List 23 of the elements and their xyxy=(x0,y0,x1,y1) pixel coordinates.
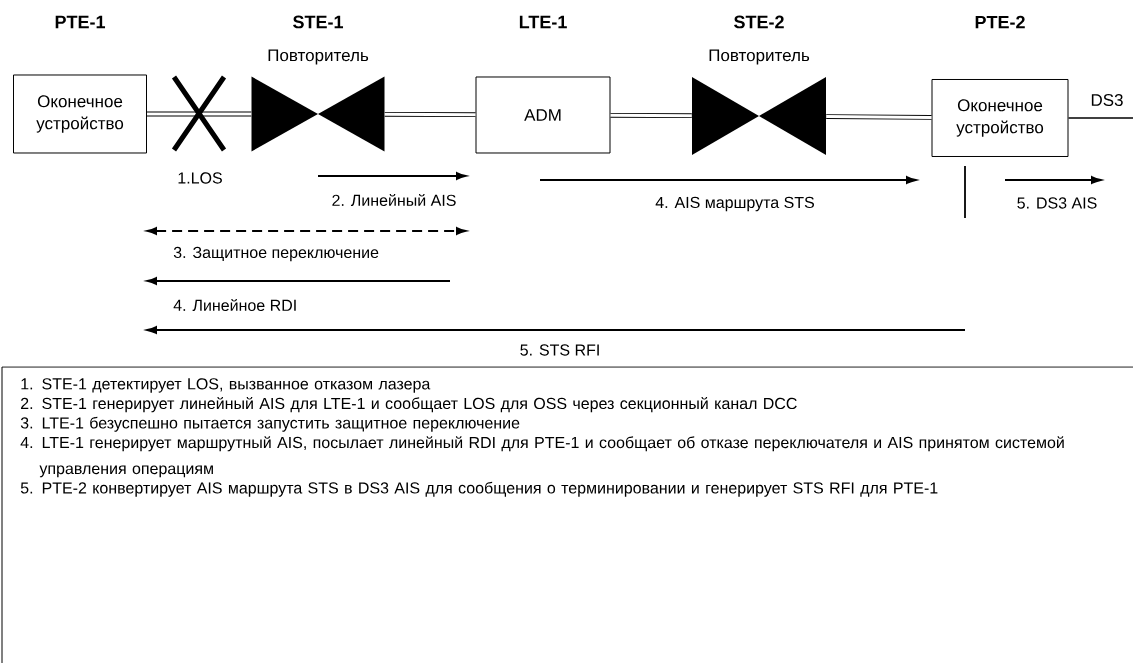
element-heading: STE-2 xyxy=(734,15,784,29)
edge-label: DS3 xyxy=(1089,93,1125,107)
signal-label: 5. DS3 AIS xyxy=(1017,197,1097,209)
transmission-line xyxy=(384,111,476,118)
transmission-line xyxy=(1067,117,1133,119)
signal-label: 1.LOS xyxy=(178,172,222,184)
repeater-label: Повторитель xyxy=(709,49,810,65)
signal-label: 4. Линейное RDI xyxy=(173,299,296,311)
element-heading: PTE-1 xyxy=(55,15,106,29)
signal-label: 3. Защитное переключение xyxy=(173,246,379,262)
repeater-label: Повторитель xyxy=(268,49,369,65)
element-heading: PTE-2 xyxy=(975,15,1025,29)
element-heading: LTE-1 xyxy=(519,15,567,29)
terminal-box: ADM xyxy=(475,76,611,154)
notes-box: 1. STE-1 детектирует LOS, вызванное отказом лазера 2. STE-1 генерирует линейный AIS для LTE-1 и сообщает LOS для OSS через секционный канал DCC 3. LTE-1 безуспешно пытается запустить защитное переключение 4. LTE-1 генерирует маршрутный AIS, посылает линейный RDI для PTE-1 и сообщает об отказе переключателя и AIS принятом системой управления операциям 5. PTE-2 конвертирует AIS маршрута STS в DS3 AIS для сообщения о терминировании и генерирует STS RFI для PTE-1 xyxy=(1,366,1133,663)
terminal-box: Оконечное устройство xyxy=(931,79,1069,157)
transmission-line xyxy=(610,112,692,119)
terminal-box: Оконечное устройство xyxy=(13,74,147,154)
transmission-line xyxy=(826,114,932,120)
signal-label: 4. AIS маршрута STS xyxy=(655,196,814,212)
element-heading: STE-1 xyxy=(293,15,343,29)
signal-label: 2. Линейный AIS xyxy=(332,194,456,206)
transmission-line xyxy=(147,111,252,117)
